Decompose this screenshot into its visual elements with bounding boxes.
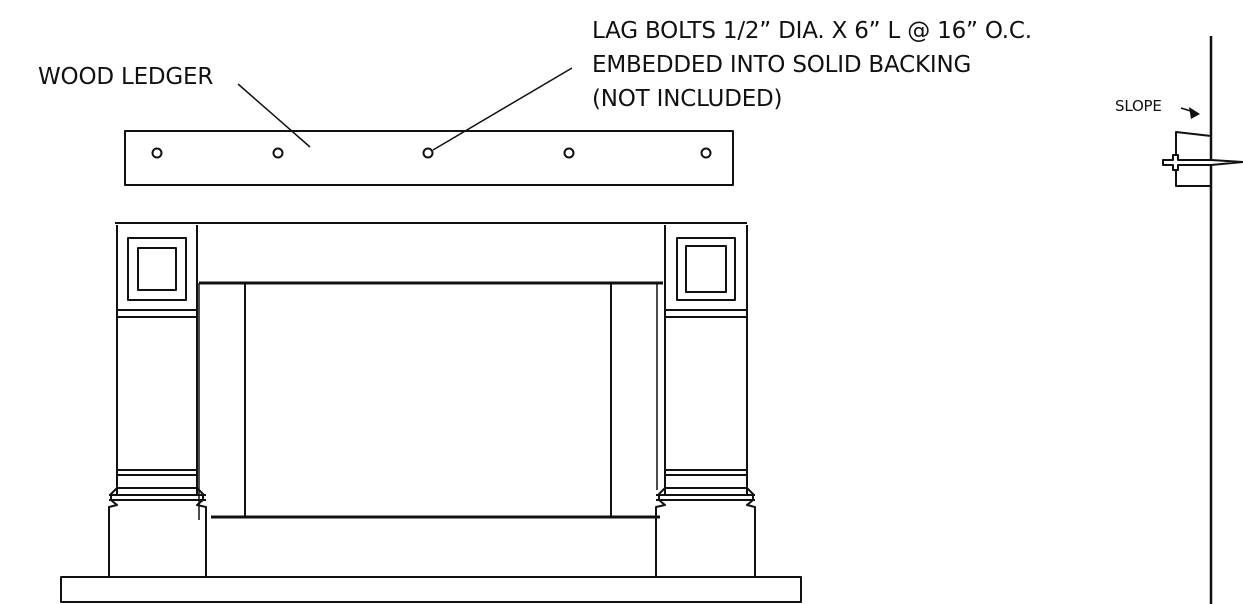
wood-ledger-leader <box>237 83 311 148</box>
bolt-hole <box>563 147 575 159</box>
lag-bolts-line-2: EMBEDDED INTO SOLID BACKING <box>592 52 972 78</box>
lag-bolts-line-1: LAG BOLTS 1/2” DIA. X 6” L @ 16” O.C. <box>592 18 1032 44</box>
side-view <box>1162 36 1243 604</box>
slope-label: SLOPE <box>1115 97 1162 115</box>
bolt-hole <box>151 147 163 159</box>
bolt-hole <box>422 147 434 159</box>
ledger-bolt-holes <box>151 147 712 159</box>
lag-bolt-leader <box>432 67 573 151</box>
wood-ledger <box>124 130 734 186</box>
left-column <box>108 225 207 577</box>
wood-ledger-label: WOOD LEDGER <box>38 64 214 90</box>
lag-bolt-side <box>1162 154 1243 171</box>
fireplace-mantel <box>60 222 802 603</box>
bolt-hole <box>272 147 284 159</box>
mantel-base <box>60 576 802 603</box>
lag-bolts-line-3: (NOT INCLUDED) <box>592 86 783 112</box>
bolt-hole <box>700 147 712 159</box>
slope-arrow <box>1180 107 1200 119</box>
right-column <box>655 225 756 577</box>
lag-bolts-callout: LAG BOLTS 1/2” DIA. X 6” L @ 16” O.C. EM… <box>592 14 1032 116</box>
